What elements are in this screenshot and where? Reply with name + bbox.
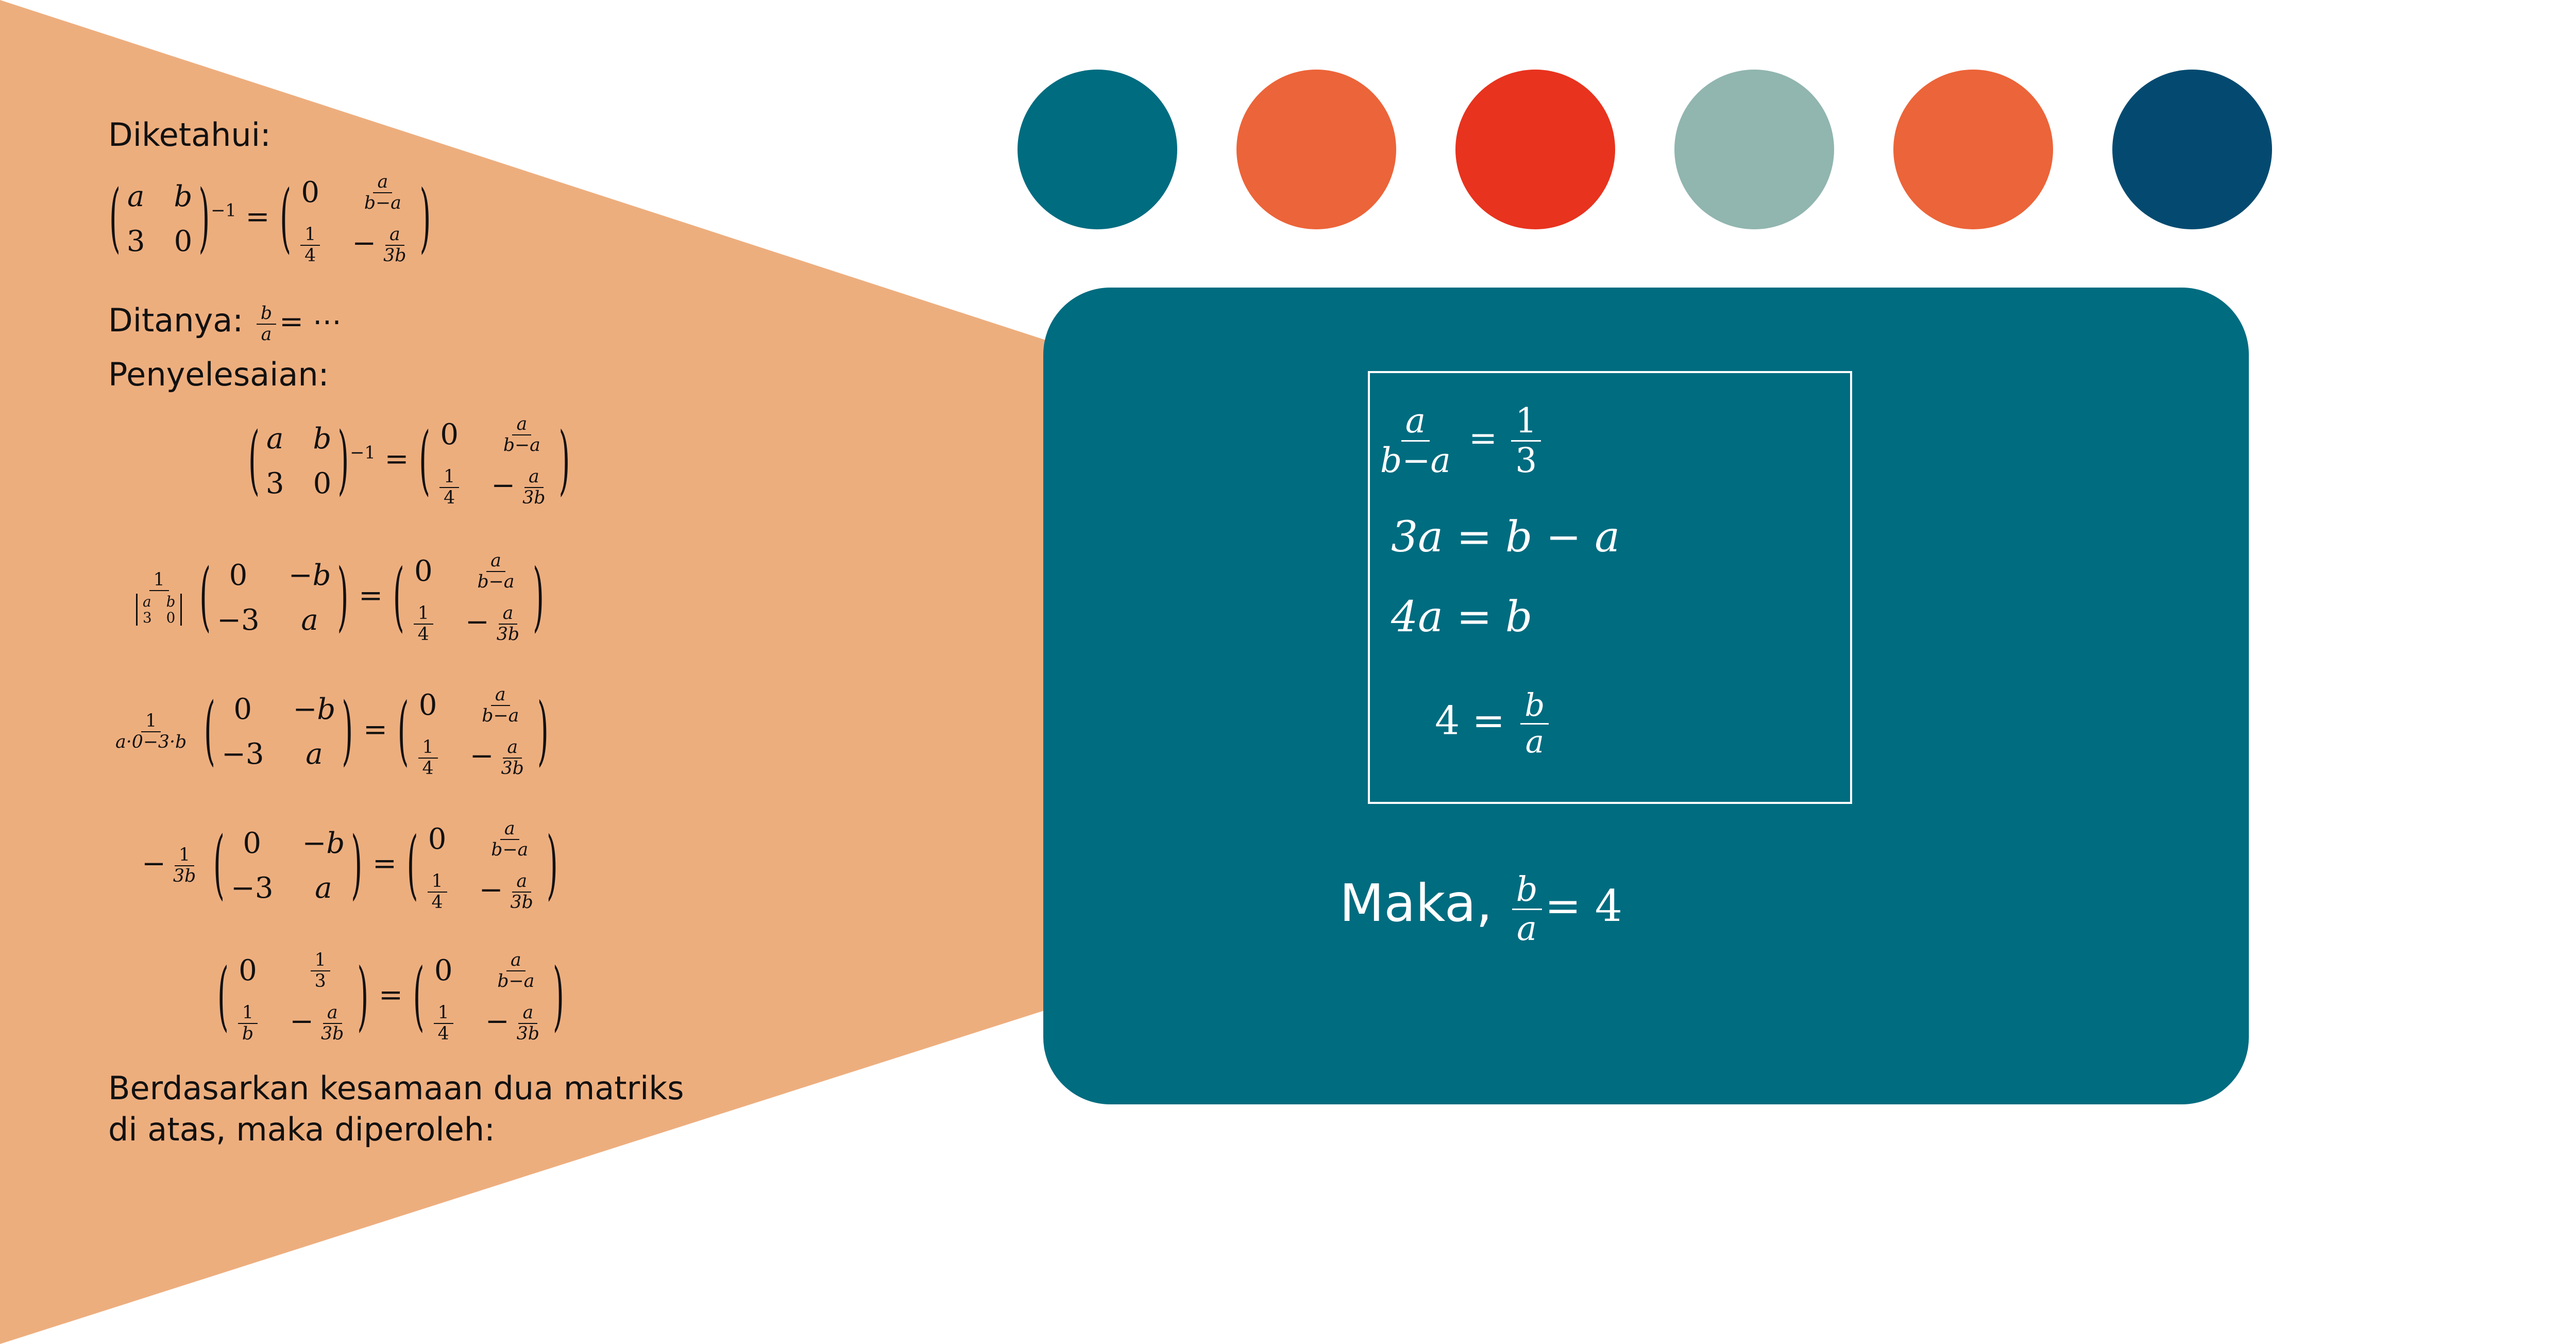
color-circle-4: [1674, 70, 1834, 229]
color-circle-3: [1455, 70, 1615, 229]
panel-line-3: 4a = b: [1391, 593, 1533, 642]
color-circle-2: [1236, 70, 1396, 229]
color-circle-5: [1893, 70, 2053, 229]
color-circle-6: [2112, 70, 2272, 229]
solution-panel: [1043, 288, 2249, 1104]
penyelesaian-label: Penyelesaian:: [108, 356, 329, 393]
conclusion-line-2: di atas, maka diperoleh:: [108, 1111, 495, 1148]
color-circle-1: [1018, 70, 1177, 229]
answer-box: [1368, 371, 1852, 804]
conclusion-line-1: Berdasarkan kesamaan dua matriks: [108, 1069, 684, 1107]
panel-line-2: 3a = b − a: [1391, 513, 1620, 562]
left-wedge-shape: [0, 0, 1046, 1344]
diketahui-label: Diketahui:: [108, 116, 271, 154]
